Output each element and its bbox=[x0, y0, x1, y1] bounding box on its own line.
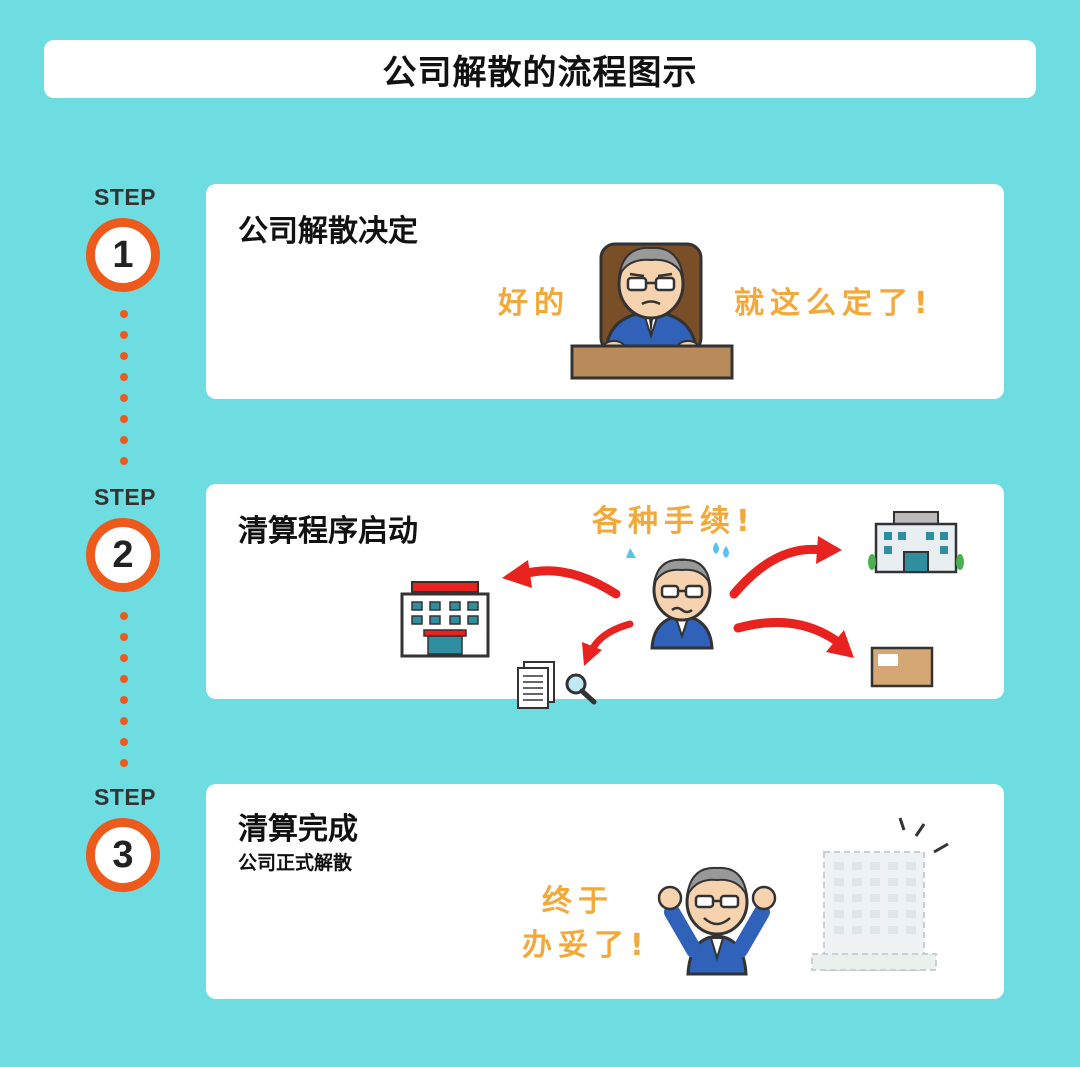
step-3-subtitle: 公司正式解散 bbox=[238, 852, 353, 874]
step-2-title: 清算程序启动 bbox=[238, 514, 418, 549]
title-bar: 公司解散的流程图示 bbox=[44, 40, 1036, 98]
nervous-boss-illustration bbox=[626, 542, 729, 650]
step-1-speech-right: 就这么定了! bbox=[734, 286, 934, 321]
documents-search-icon bbox=[517, 661, 597, 709]
step-1-speech-left: 好的 bbox=[498, 286, 570, 321]
process-arrows bbox=[502, 536, 854, 666]
step-3-speech-line2: 办妥了! bbox=[522, 928, 650, 963]
step-3-card: 清算完成 公司正式解散 终于 办妥了! bbox=[206, 784, 1004, 999]
package-box-icon bbox=[870, 646, 934, 688]
step-3-label: STEP bbox=[93, 784, 157, 810]
page-title: 公司解散的流程图示 bbox=[382, 52, 698, 93]
relieved-boss-illustration bbox=[657, 866, 777, 976]
office-building-icon bbox=[400, 581, 490, 658]
step-1-number-badge: 1 bbox=[86, 218, 160, 292]
step-2-number: 2 bbox=[112, 533, 134, 576]
step-3-title: 清算完成 bbox=[238, 812, 358, 847]
step-1-number: 1 bbox=[112, 233, 134, 276]
step-2-number-badge: 2 bbox=[86, 518, 160, 592]
step-1-label: STEP bbox=[93, 184, 157, 210]
government-building-icon bbox=[868, 511, 964, 574]
step-2-card: 清算程序启动 各种手续! bbox=[206, 484, 1004, 709]
step-2-label: STEP bbox=[93, 484, 157, 510]
step-2-speech: 各种手续! bbox=[592, 504, 756, 539]
step-3-speech-line1: 终于 bbox=[542, 884, 614, 919]
step-1-card: 公司解散决定 好的 就这么定了! bbox=[206, 184, 1004, 399]
step-1-title: 公司解散决定 bbox=[238, 214, 418, 249]
step-3-number: 3 bbox=[112, 833, 134, 876]
boss-at-desk-illustration bbox=[570, 242, 734, 380]
fading-building-icon bbox=[811, 817, 949, 971]
step-3-number-badge: 3 bbox=[86, 818, 160, 892]
